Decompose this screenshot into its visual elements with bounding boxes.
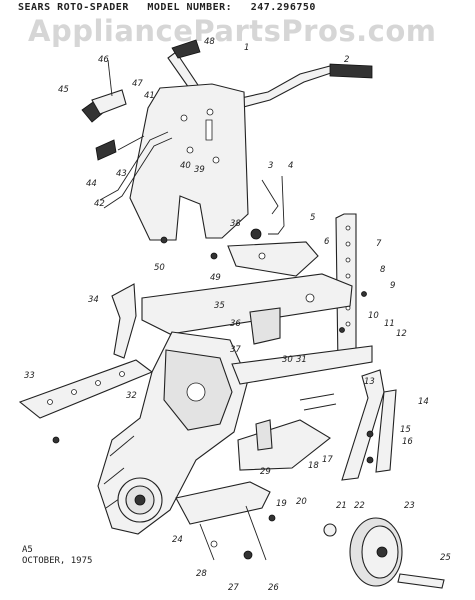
callout-28: 28	[196, 569, 207, 579]
main-beam	[141, 273, 353, 345]
hardware-bolts	[52, 236, 374, 522]
callout-6: 6	[324, 237, 330, 247]
callout-4: 4	[288, 161, 293, 171]
callout-15: 15	[400, 425, 411, 435]
callout-12: 12	[396, 329, 407, 339]
callout-19: 19	[276, 499, 287, 509]
brand-title: SEARS ROTO-SPADER	[18, 2, 129, 13]
callout-17: 17	[322, 455, 333, 465]
callout-14: 14	[418, 397, 429, 407]
callout-43: 43	[116, 169, 127, 179]
callout-37: 37	[230, 345, 241, 355]
callout-41: 41	[144, 91, 155, 101]
callout-39: 39	[194, 165, 205, 175]
callout-38: 38	[230, 219, 241, 229]
wheel-assembly	[323, 517, 445, 589]
callout-26: 26	[268, 583, 279, 593]
drag-plate	[175, 481, 271, 561]
callout-3: 3	[268, 161, 273, 171]
callout-30: 30	[282, 355, 293, 365]
tine-hub	[117, 477, 163, 523]
callout-9: 9	[390, 281, 395, 291]
left-tine-bar	[18, 359, 154, 419]
callout-21: 21	[336, 501, 347, 511]
callout-13: 13	[364, 377, 375, 387]
callout-45: 45	[58, 85, 69, 95]
callout-7: 7	[376, 239, 382, 249]
callout-18: 18	[308, 461, 319, 471]
callout-10: 10	[368, 311, 379, 321]
callout-42: 42	[94, 199, 105, 209]
left-stake	[111, 283, 137, 359]
diagram-footer: A5 OCTOBER, 1975	[22, 545, 92, 567]
right-leg	[341, 369, 397, 481]
rear-frame	[231, 345, 373, 471]
callout-35: 35	[214, 301, 225, 311]
callout-11: 11	[384, 319, 395, 329]
callout-31: 31	[296, 355, 307, 365]
upright-frame	[129, 83, 249, 241]
callout-27: 27	[228, 583, 239, 593]
clutch-lever	[81, 59, 173, 209]
callout-1: 1	[244, 43, 249, 53]
callout-29: 29	[260, 467, 271, 477]
depth-bracket	[227, 175, 319, 277]
callout-48: 48	[204, 37, 215, 47]
callout-34: 34	[88, 295, 99, 305]
callout-23: 23	[404, 501, 415, 511]
callout-24: 24	[172, 535, 183, 545]
callout-16: 16	[402, 437, 413, 447]
callout-33: 33	[24, 371, 35, 381]
callout-5: 5	[310, 213, 315, 223]
callout-32: 32	[126, 391, 137, 401]
callout-labels: 1 2 3 4 5 6 7 8 9 10 11 12 13 14 15 16 1…	[24, 37, 451, 593]
callout-50: 50	[154, 263, 165, 273]
callout-22: 22	[354, 501, 365, 511]
callout-25: 25	[440, 553, 451, 563]
callout-44: 44	[86, 179, 97, 189]
model-label: MODEL NUMBER:	[147, 2, 233, 13]
footer-code: A5	[22, 545, 33, 555]
callout-46: 46	[98, 55, 109, 65]
callout-49: 49	[210, 273, 221, 283]
callout-36: 36	[230, 319, 241, 329]
diagram-header: SEARS ROTO-SPADER MODEL NUMBER: 247.2967…	[18, 2, 328, 13]
model-number: 247.296750	[250, 2, 316, 13]
callout-40: 40	[180, 161, 191, 171]
callout-2: 2	[344, 55, 349, 65]
footer-date: OCTOBER, 1975	[22, 556, 93, 566]
watermark-text: AppliancePartsPros.com	[28, 14, 437, 48]
callout-20: 20	[296, 497, 307, 507]
callout-8: 8	[380, 265, 386, 275]
callout-47: 47	[132, 79, 143, 89]
